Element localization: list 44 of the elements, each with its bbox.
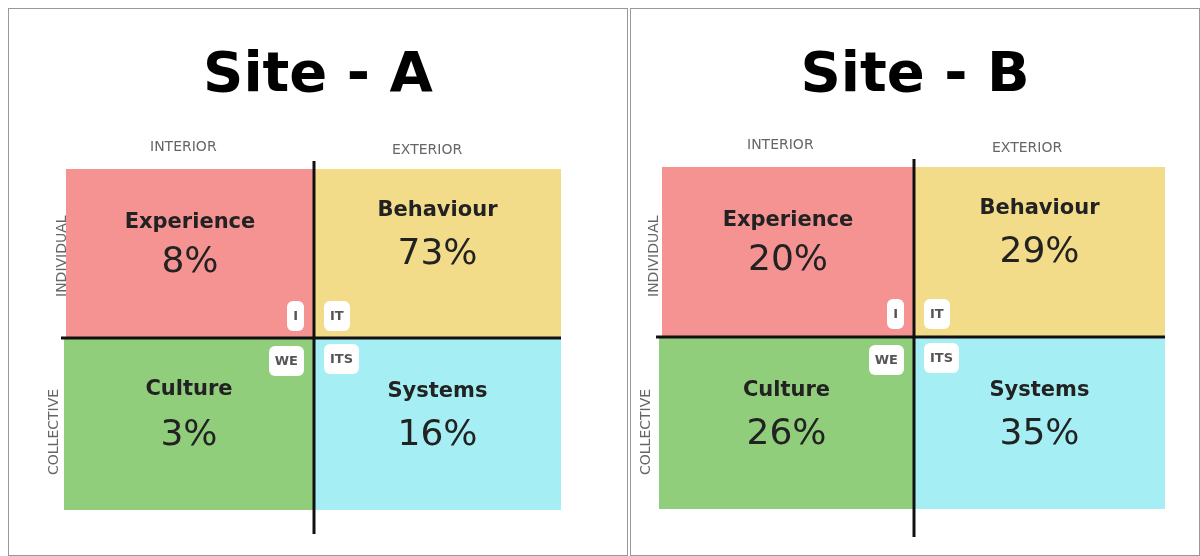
quadrant (314, 169, 561, 338)
quadrant-tag: ITS (924, 343, 960, 373)
axis-label: EXTERIOR (392, 141, 463, 157)
axis-label: COLLECTIVE (45, 388, 61, 475)
percentage-value: 35% (999, 411, 1080, 452)
percentage-value: 26% (746, 411, 827, 452)
axis-label: COLLECTIVE (637, 388, 653, 475)
percentage-value: 16% (397, 412, 478, 453)
quadrant-tag: I (287, 301, 304, 331)
quadrant (64, 338, 314, 510)
percentage-value: 20% (748, 237, 828, 278)
quadrant-heading: Behaviour (979, 195, 1100, 219)
quadrant-tag: ITS (324, 344, 360, 374)
quadrant-heading: Experience (722, 207, 854, 231)
quadrant-tag: WE (268, 346, 304, 376)
quadrant-heading: Behaviour (377, 197, 498, 221)
quadrant-heading: Experience (124, 209, 256, 233)
axis-label: INTERIOR (150, 138, 217, 154)
percentage-value: 3% (160, 412, 218, 453)
axis-label: INDIVIDUAL (53, 215, 69, 297)
quadrant-heading: Systems (387, 378, 488, 402)
quadrant-heading: Culture (742, 377, 831, 401)
quadrant (66, 169, 314, 338)
panel-title: Site - A (203, 39, 433, 104)
axis-label: INTERIOR (747, 136, 814, 152)
quadrant (914, 167, 1165, 337)
quadrant-heading: Culture (145, 376, 233, 400)
panel (8, 8, 628, 556)
percentage-value: 29% (999, 229, 1080, 270)
panel (630, 8, 1200, 556)
quadrant-tag: IT (324, 301, 350, 331)
quadrant (314, 338, 561, 510)
percentage-value: 73% (397, 231, 478, 272)
quadrant (914, 337, 1165, 509)
axis-label: EXTERIOR (992, 139, 1063, 155)
quadrant (659, 337, 914, 509)
panel-title: Site - B (800, 39, 1030, 104)
quadrant-tag: WE (868, 345, 904, 375)
quadrant-tag: IT (924, 299, 950, 329)
quadrant-tag: I (887, 299, 904, 329)
quadrant-heading: Systems (989, 377, 1090, 401)
percentage-value: 8% (161, 239, 219, 280)
quadrant (662, 167, 914, 337)
axis-label: INDIVIDUAL (645, 215, 661, 297)
